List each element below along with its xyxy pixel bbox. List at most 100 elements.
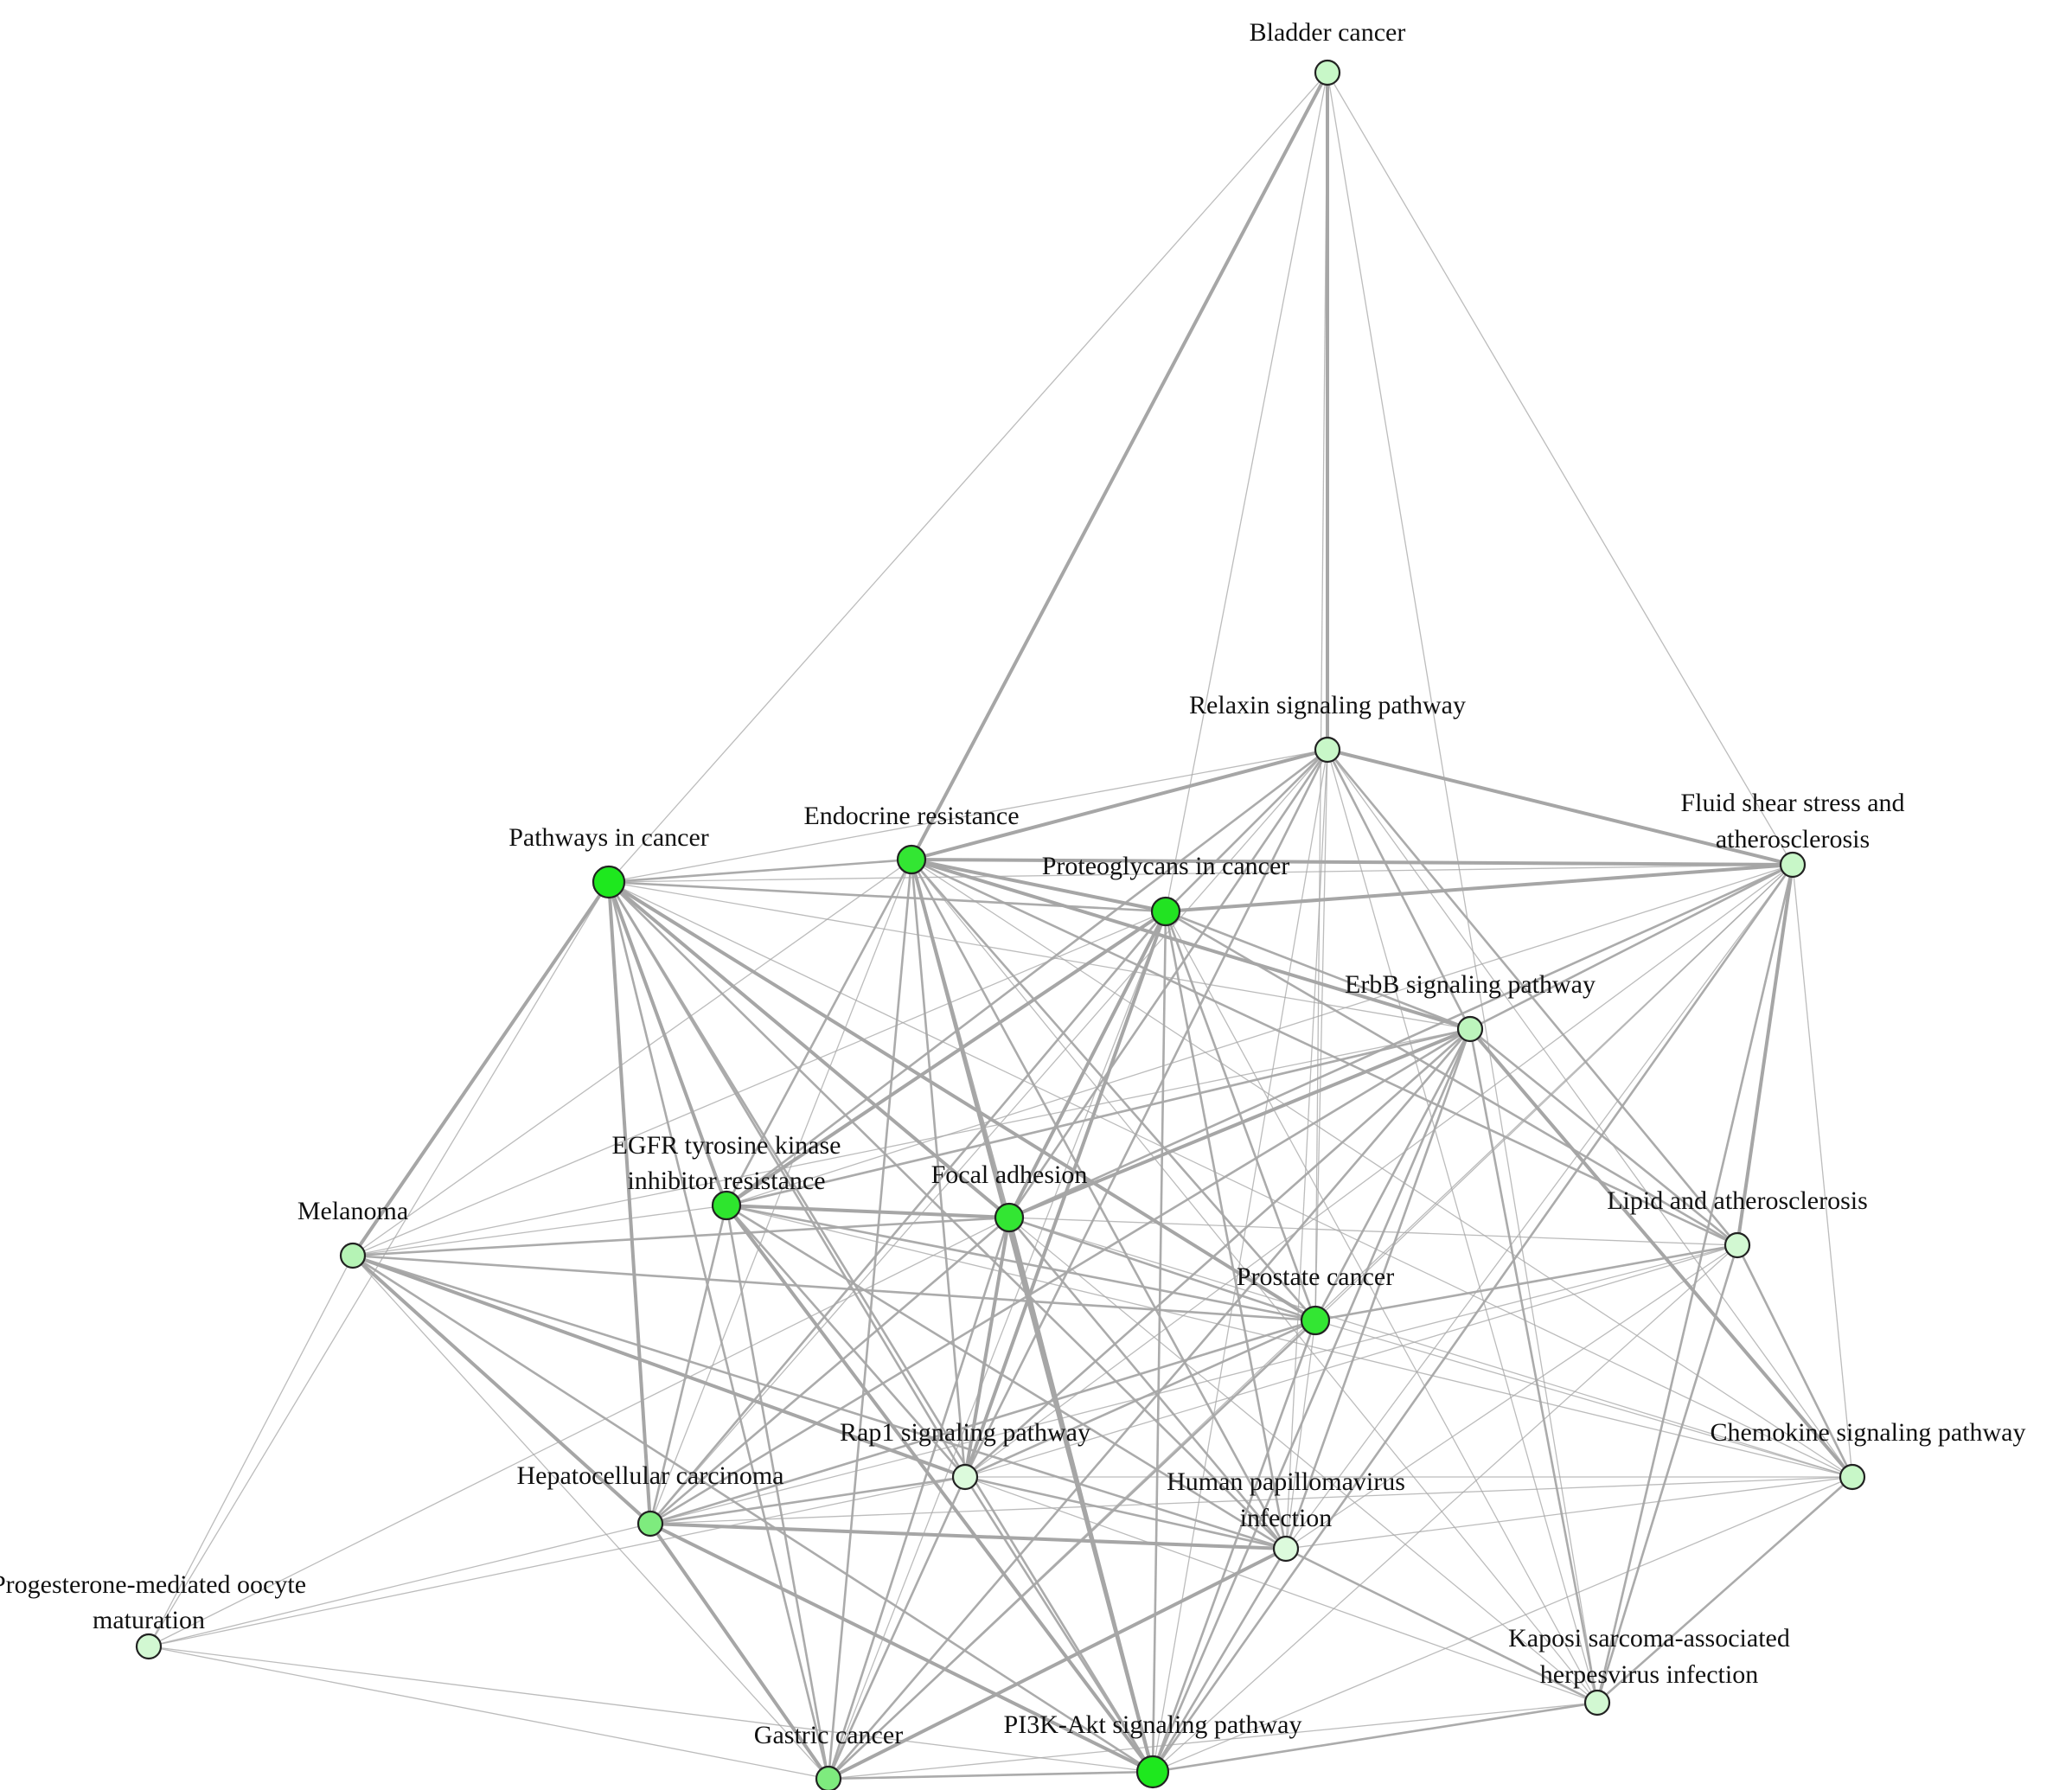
- edge-fluid-erbb: [1469, 863, 1794, 1031]
- node-hpv[interactable]: [1272, 1535, 1300, 1563]
- edge-bladder-fluid: [1327, 72, 1794, 866]
- edge-pathways-egfr: [607, 881, 728, 1206]
- node-label-line: Prostate cancer: [1237, 1263, 1394, 1291]
- edge-relaxin-fluid: [1327, 748, 1794, 866]
- edge-focal-melanoma: [352, 1216, 1010, 1257]
- node-label-line: Bladder cancer: [1250, 18, 1406, 47]
- node-label-line: inhibitor resistance: [627, 1167, 825, 1195]
- edge-rap1-hpv: [964, 1475, 1287, 1550]
- node-focal[interactable]: [994, 1202, 1025, 1233]
- edge-melanoma-rap1: [352, 1254, 966, 1479]
- node-gastric[interactable]: [815, 1765, 842, 1790]
- edge-fluid-pi3k: [1151, 864, 1794, 1773]
- edge-proteoglycans-melanoma: [352, 911, 1167, 1256]
- edge-endocrine-hpv: [910, 859, 1288, 1550]
- edge-gastric-pi3k: [828, 1770, 1154, 1780]
- edge-prostate-chemokine: [1314, 1320, 1853, 1478]
- edge-chemokine-hepatocellular: [649, 1476, 1853, 1525]
- edge-fluid-pathways: [608, 864, 1794, 883]
- edge-fluid-chemokine: [1792, 864, 1853, 1478]
- node-label-focal: Focal adhesion: [931, 1160, 1088, 1189]
- edge-layer: [148, 72, 1854, 1780]
- node-label-bladder: Bladder cancer: [1250, 18, 1406, 47]
- node-chemokine[interactable]: [1839, 1463, 1866, 1491]
- edge-egfr-pi3k: [725, 1204, 1154, 1774]
- edge-progesterone-rap1: [148, 1476, 966, 1647]
- edge-lipid-hpv: [1285, 1244, 1738, 1550]
- edge-melanoma-hepatocellular: [351, 1254, 652, 1525]
- edge-progesterone-gastric: [148, 1646, 829, 1780]
- node-kaposi[interactable]: [1583, 1689, 1611, 1716]
- node-progesterone[interactable]: [135, 1633, 163, 1660]
- edge-rap1-pi3k: [963, 1476, 1154, 1773]
- edge-fluid-focal: [1008, 863, 1794, 1219]
- node-label-pathways: Pathways in cancer: [508, 823, 709, 852]
- edge-endocrine-prostate: [911, 859, 1316, 1321]
- edge-focal-rap1: [963, 1217, 1011, 1478]
- node-prostate[interactable]: [1300, 1305, 1331, 1336]
- edge-egfr-chemokine: [726, 1205, 1853, 1478]
- edge-melanoma-prostate: [352, 1254, 1316, 1322]
- node-pi3k[interactable]: [1135, 1755, 1170, 1789]
- node-label-line: atherosclerosis: [1716, 825, 1870, 853]
- node-label-line: maturation: [93, 1606, 205, 1634]
- edge-endocrine-gastric: [827, 859, 913, 1780]
- node-lipid[interactable]: [1723, 1231, 1751, 1259]
- node-label-line: herpesvirus infection: [1540, 1660, 1758, 1689]
- edge-lipid-pi3k: [1152, 1244, 1738, 1773]
- edge-relaxin-endocrine: [911, 748, 1328, 861]
- node-label-line: infection: [1240, 1504, 1333, 1532]
- edge-relaxin-kaposi: [1327, 749, 1598, 1704]
- edge-endocrine-erbb: [911, 858, 1471, 1031]
- edge-focal-gastric: [827, 1217, 1011, 1780]
- node-label-line: Chemokine signaling pathway: [1711, 1418, 2026, 1447]
- edge-proteoglycans-kaposi: [1165, 911, 1598, 1704]
- node-label-line: Proteoglycans in cancer: [1042, 852, 1290, 880]
- node-endocrine[interactable]: [896, 844, 927, 875]
- node-egfr[interactable]: [711, 1190, 742, 1221]
- edge-egfr-focal: [726, 1204, 1010, 1219]
- edge-proteoglycans-prostate: [1164, 911, 1317, 1321]
- edge-proteoglycans-gastric: [828, 911, 1167, 1780]
- edge-egfr-hpv: [726, 1204, 1287, 1550]
- node-label-line: Rap1 signaling pathway: [840, 1418, 1090, 1447]
- node-hepatocellular[interactable]: [636, 1510, 664, 1537]
- edge-prostate-hpv: [1285, 1320, 1316, 1550]
- node-bladder[interactable]: [1314, 59, 1341, 86]
- node-label-line: Focal adhesion: [931, 1160, 1088, 1189]
- edge-fluid-egfr: [726, 864, 1794, 1206]
- node-label-line: Hepatocellular carcinoma: [517, 1461, 784, 1490]
- node-label-chemokine: Chemokine signaling pathway: [1711, 1418, 2026, 1447]
- node-pathways[interactable]: [592, 865, 626, 899]
- node-layer: [135, 59, 1866, 1790]
- node-rap1[interactable]: [951, 1463, 979, 1491]
- edge-erbb-egfr: [726, 1027, 1471, 1207]
- edge-erbb-focal: [1008, 1027, 1471, 1219]
- edge-focal-kaposi: [1008, 1217, 1598, 1704]
- edge-erbb-chemokine: [1468, 1027, 1854, 1479]
- edge-fluid-lipid: [1736, 864, 1794, 1246]
- node-melanoma[interactable]: [339, 1242, 367, 1269]
- edge-proteoglycans-egfr: [725, 910, 1167, 1207]
- node-proteoglycans[interactable]: [1150, 896, 1181, 927]
- edge-prostate-gastric: [828, 1320, 1316, 1780]
- edge-focal-lipid: [1008, 1217, 1738, 1246]
- edge-egfr-hepatocellular: [649, 1205, 728, 1525]
- node-relaxin[interactable]: [1314, 736, 1341, 764]
- node-fluid[interactable]: [1779, 851, 1807, 879]
- edge-erbb-prostate: [1314, 1028, 1472, 1321]
- node-label-prostate: Prostate cancer: [1237, 1263, 1394, 1291]
- edge-pathways-proteoglycans: [608, 880, 1167, 913]
- node-label-lipid: Lipid and atherosclerosis: [1607, 1186, 1868, 1215]
- edge-bladder-proteoglycans: [1165, 72, 1328, 912]
- edge-erbb-kaposi: [1468, 1028, 1599, 1704]
- edge-chemokine-hpv: [1285, 1476, 1853, 1550]
- edge-hepatocellular-hpv: [649, 1522, 1287, 1550]
- edge-melanoma-pi3k: [352, 1254, 1154, 1774]
- node-label-melanoma: Melanoma: [297, 1197, 408, 1225]
- node-label-gastric: Gastric cancer: [754, 1721, 903, 1749]
- edge-lipid-prostate: [1314, 1243, 1738, 1322]
- node-erbb[interactable]: [1456, 1015, 1484, 1043]
